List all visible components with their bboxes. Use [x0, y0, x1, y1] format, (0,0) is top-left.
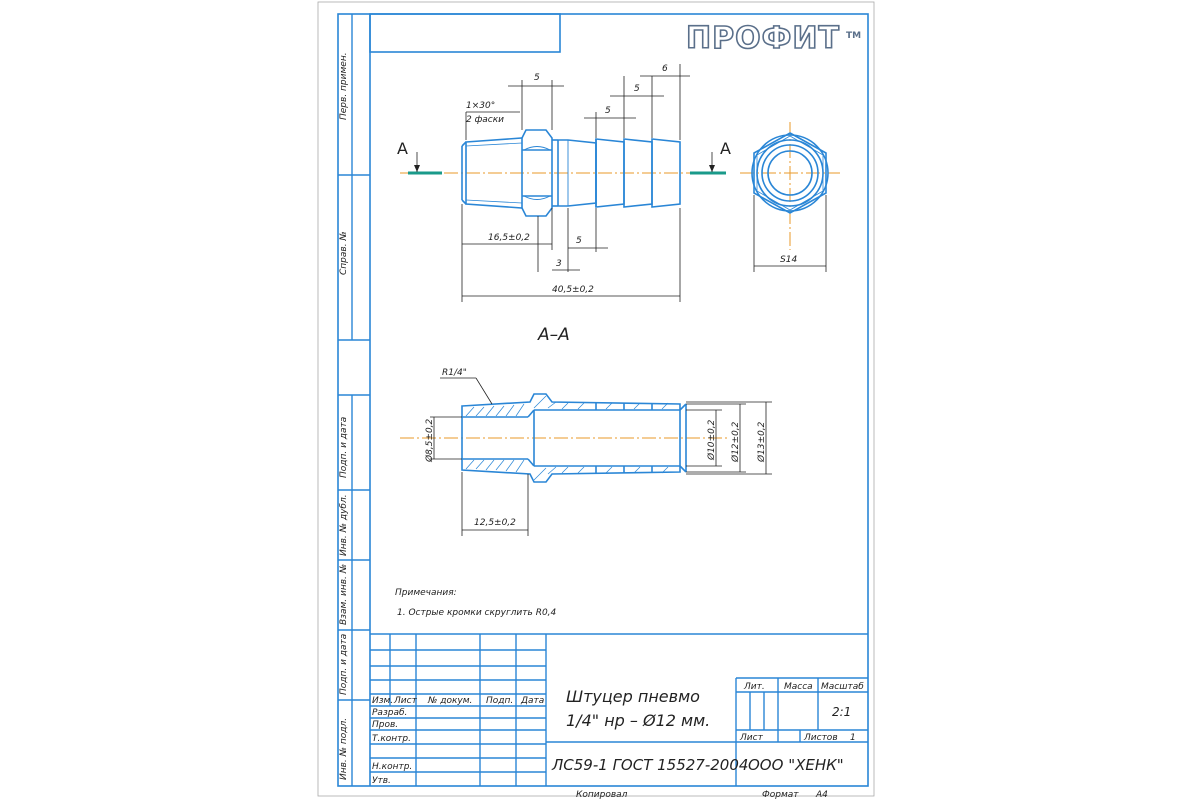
sheet-label: Лист [739, 733, 764, 743]
section-mark-left: А [397, 139, 408, 158]
sheets-label: Листов [803, 733, 838, 743]
side-label-inv-dubl: Инв. № дубл. [339, 494, 349, 556]
lit-label: Лит. [743, 682, 765, 692]
notes-item-1: 1. Острые кромки скруглить R0,4 [397, 608, 557, 618]
dim-40-5: 40,5±0,2 [552, 285, 594, 295]
chamfer-note-2: 2 фаски [466, 115, 504, 125]
company-name: ООО "ХЕНК" [748, 756, 844, 774]
thread-note: R1/4" [442, 368, 467, 378]
dim-5-bottom: 5 [576, 236, 582, 246]
role-nkontr: Н.контр. [372, 762, 412, 772]
footer-format-value: А4 [815, 790, 828, 800]
side-label-vzam-inv: Взам. инв. № [339, 564, 349, 625]
section-title: А–А [537, 325, 570, 345]
side-label-inv-podl: Инв. № подл. [339, 718, 349, 780]
dim-d10: Ø10±0,2 [706, 419, 717, 461]
header-n-dokum: № докум. [427, 696, 472, 706]
side-label-sprav-no: Справ. № [339, 231, 349, 275]
dim-5-b: 5 [605, 106, 611, 116]
dim-3: 3 [556, 259, 562, 269]
dim-d12: Ø12±0,2 [730, 421, 741, 463]
top-left-stamp [369, 13, 561, 53]
material-spec: ЛС59-1 ГОСТ 15527-2004 [551, 756, 748, 774]
notes-heading: Примечания: [395, 588, 457, 598]
dim-d-bore: Ø8,5±0,2 [424, 418, 435, 463]
footer-format-label: Формат [762, 790, 799, 800]
header-list: Лист [393, 696, 418, 706]
role-utv: Утв. [372, 776, 391, 786]
svg-text:ТМ: ТМ [846, 31, 861, 41]
side-label-podp-data-2: Подп. и дата [339, 634, 349, 695]
section-mark-right: А [720, 139, 731, 158]
sheets-value: 1 [850, 733, 856, 743]
masshtab-label: Масштаб [821, 682, 864, 692]
left-side-strip [338, 14, 370, 786]
scale-value: 2:1 [832, 705, 851, 719]
title-block [370, 633, 868, 786]
wrench-size: S14 [780, 255, 797, 265]
footer-kopiroval: Копировал [576, 790, 628, 800]
dim-d13: Ø13±0,2 [756, 421, 767, 463]
fitting-section-view: R1/4" Ø8,5±0,2 Ø10±0,2 Ø12±0,2 Ø13±0,2 1… [400, 368, 772, 536]
brand-logo: ПРОФИТ ТМ [685, 20, 861, 57]
fitting-side-view: А А [397, 64, 731, 302]
dim-6: 6 [662, 64, 668, 74]
part-name-line-2: 1/4" нр – Ø12 мм. [566, 711, 710, 730]
side-label-podp-data-1: Подп. и дата [339, 417, 349, 478]
dim-5-c: 5 [634, 84, 640, 94]
dim-5-a: 5 [534, 73, 540, 83]
header-data: Дата [520, 696, 544, 706]
fitting-end-view: S14 [740, 122, 840, 272]
header-izm: Изм. [372, 696, 393, 706]
part-name-line-1: Штуцер пневмо [566, 687, 700, 706]
sheet-outline [317, 1, 875, 797]
svg-text:ПРОФИТ: ПРОФИТ [686, 21, 840, 56]
massa-label: Масса [784, 682, 813, 692]
role-prov: Пров. [372, 720, 398, 730]
dim-12-5: 12,5±0,2 [474, 518, 516, 528]
drawing-frame [337, 13, 869, 787]
chamfer-note-1: 1×30° [466, 101, 495, 111]
header-podp: Подп. [486, 696, 513, 706]
side-label-perv-primen: Перв. примен. [339, 52, 349, 120]
dim-16-5: 16,5±0,2 [488, 233, 530, 243]
role-razrab: Разраб. [372, 708, 407, 718]
role-tkontr: Т.контр. [372, 734, 411, 744]
